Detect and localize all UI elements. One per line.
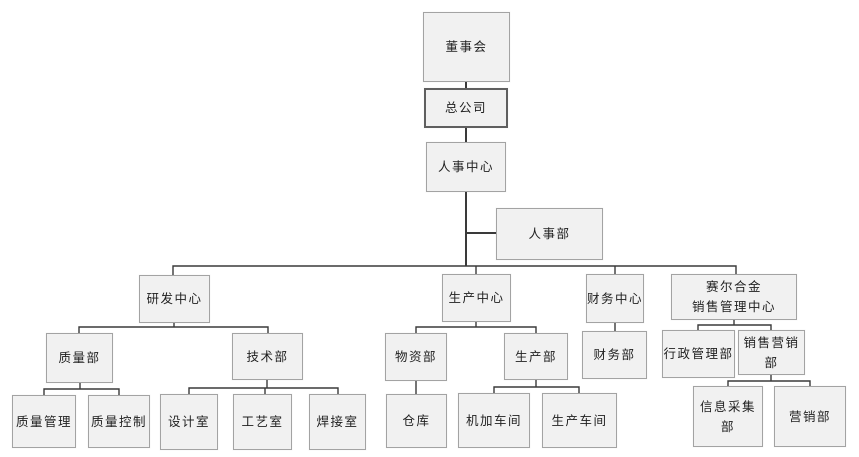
node-info-collection-dept-label: 信息采集部 [699,399,756,434]
node-rd-center: 研发中心 [139,275,210,323]
node-warehouse-label: 仓库 [402,414,431,428]
node-warehouse: 仓库 [386,394,447,448]
connector-quality-children-bus [43,388,120,395]
connector-tech-children-bus [188,387,339,394]
node-production-dept: 生产部 [504,333,568,380]
node-hr-dept-label: 人事部 [528,227,571,241]
node-sales-management-center: 赛尔合金 销售管理中心 [671,274,797,320]
node-quality-dept: 质量部 [46,333,113,383]
node-sales-management-center-label-line2: 销售管理中心 [691,300,776,314]
connector-workshops-bus [493,386,580,393]
node-quality-control-label: 质量控制 [90,414,147,429]
node-welding-room: 焊接室 [309,394,366,450]
node-materials-dept: 物资部 [385,333,447,381]
node-marketing-dept: 营销部 [774,386,846,447]
node-head-office: 总公司 [424,88,508,128]
node-machining-workshop-label: 机加车间 [465,413,522,428]
connector-rd-children-bus [78,326,269,333]
node-production-dept-label: 生产部 [514,349,557,364]
node-finance-center: 财务中心 [586,274,644,323]
node-sales-management-center-label-line1: 赛尔合金 [705,280,762,294]
node-quality-control: 质量控制 [88,395,150,448]
node-hr-center-label: 人事中心 [437,160,494,174]
node-process-room-label: 工艺室 [241,415,284,429]
node-sales-marketing-dept-label: 销售营销部 [743,335,800,370]
node-process-room: 工艺室 [233,394,292,450]
connector-level2-bus [172,265,737,275]
node-quality-management-label: 质量管理 [15,414,72,429]
node-tech-dept-label: 技术部 [246,349,289,364]
node-design-room-label: 设计室 [167,415,210,429]
node-info-collection-dept: 信息采集部 [693,386,763,447]
node-finance-dept-label: 财务部 [593,348,636,362]
connector-marketing-children-bus [727,380,811,386]
node-tech-dept: 技术部 [232,333,303,380]
connector-production-children-bus [415,326,537,333]
node-production-workshop-label: 生产车间 [551,413,608,428]
node-rd-center-label: 研发中心 [146,292,203,306]
node-admin-management-dept: 行政管理部 [662,330,735,378]
node-quality-dept-label: 质量部 [58,351,101,365]
node-hr-dept: 人事部 [496,208,603,260]
node-finance-dept: 财务部 [582,331,647,379]
node-finance-center-label: 财务中心 [587,291,644,306]
node-board: 董事会 [423,12,510,82]
node-welding-room-label: 焊接室 [316,415,359,429]
node-sales-marketing-dept: 销售营销部 [738,330,805,375]
node-head-office-label: 总公司 [444,101,487,115]
node-marketing-dept-label: 营销部 [788,409,831,424]
node-production-workshop: 生产车间 [542,393,617,448]
node-production-center-label: 生产中心 [448,291,505,305]
node-production-center: 生产中心 [442,274,511,322]
node-design-room: 设计室 [160,394,218,450]
connector-sales-children-bus [697,324,772,330]
node-materials-dept-label: 物资部 [394,350,437,364]
node-quality-management: 质量管理 [12,395,76,448]
node-hr-center: 人事中心 [426,142,506,192]
node-board-label: 董事会 [445,40,488,54]
node-admin-management-dept-label: 行政管理部 [663,347,734,361]
node-machining-workshop: 机加车间 [458,393,530,448]
